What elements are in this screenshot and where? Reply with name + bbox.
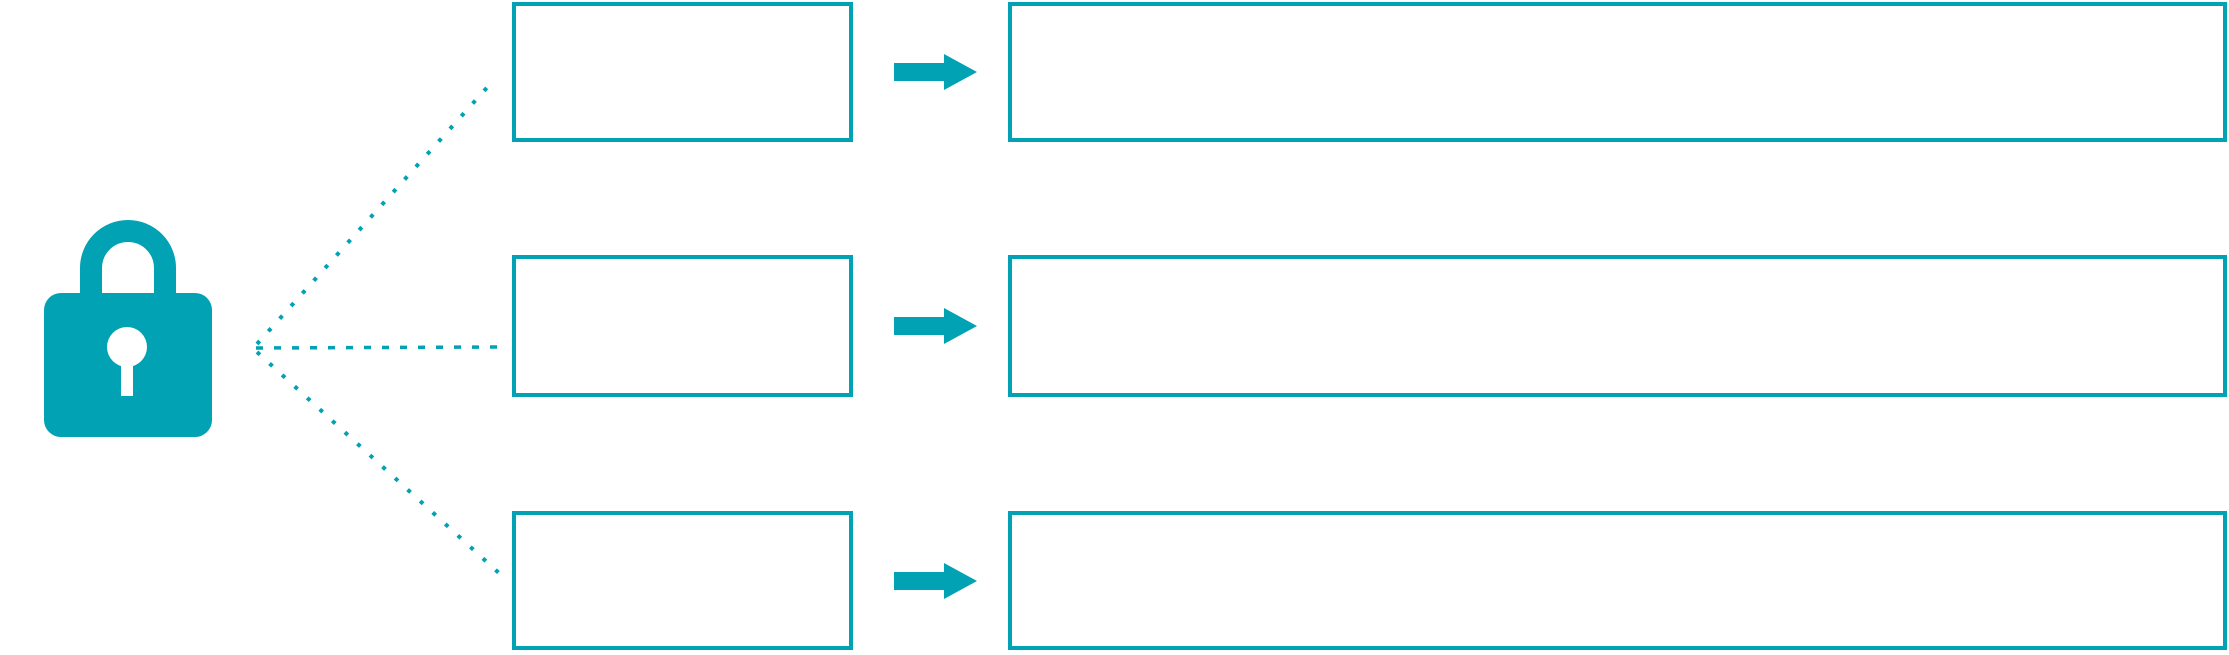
dotted-connector-top (255, 80, 494, 346)
dotted-connector-middle (255, 345, 500, 350)
right-arrow-icon (894, 54, 977, 90)
padlock-keyhole-stem (121, 355, 133, 396)
right-arrow-icon (894, 308, 977, 344)
dotted-connector-bottom (255, 350, 502, 576)
padlock-shackle (80, 220, 176, 307)
padlock-keyhole-circle (107, 327, 147, 367)
target-box-3 (1008, 511, 2227, 650)
target-box-1 (1008, 2, 2227, 142)
source-box-3 (512, 511, 853, 650)
source-box-1 (512, 2, 853, 142)
right-arrow-icon (894, 563, 977, 599)
padlock-icon (44, 220, 212, 437)
target-box-2 (1008, 255, 2227, 397)
source-box-2 (512, 255, 853, 397)
